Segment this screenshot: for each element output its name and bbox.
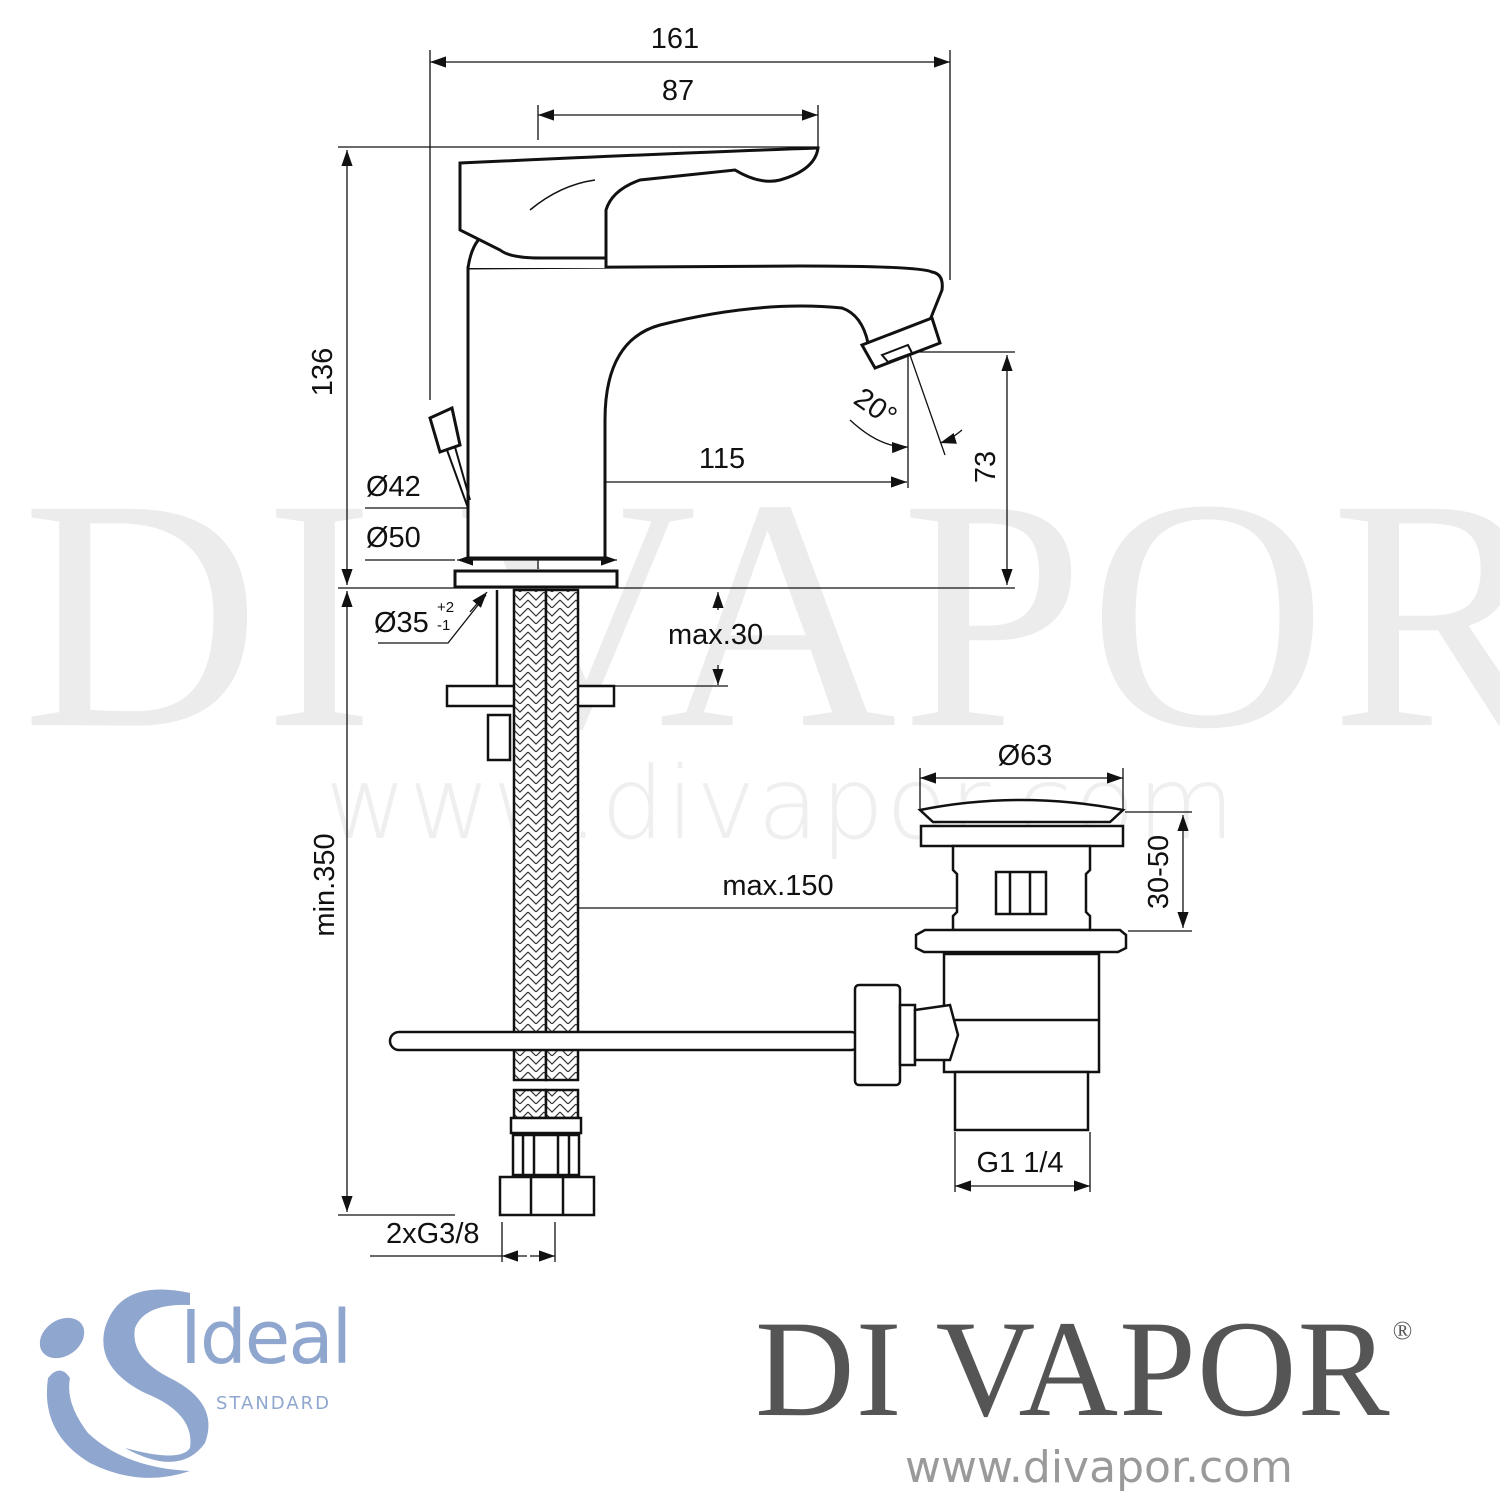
dim-spout-height: 73 <box>970 451 1002 483</box>
dim-waste-diameter: Ø63 <box>998 740 1053 772</box>
dim-overall-width: 161 <box>651 23 699 55</box>
dim-deck-thickness: max.30 <box>668 619 763 651</box>
dim-base-diameter: Ø50 <box>366 522 421 554</box>
waste-valve <box>853 798 1128 1132</box>
ideal-standard-mark-icon <box>39 1289 209 1478</box>
dim-hole-tol-minus: -1 <box>437 617 450 634</box>
dim-hole-tol-plus: +2 <box>437 599 454 616</box>
ideal-standard-word: Ideal <box>180 1295 352 1381</box>
dim-spout-reach: 115 <box>699 443 745 475</box>
dim-hole-diameter: Ø35 <box>374 607 429 639</box>
ideal-standard-sub: STANDARD <box>216 1393 332 1414</box>
divapor-name: DI VAPOR® <box>755 1292 1414 1445</box>
divapor-url[interactable]: www.divapor.com <box>905 1442 1293 1493</box>
faucet-body <box>428 146 944 589</box>
dimension-lines <box>338 50 1192 1262</box>
dim-rod-reach: max.150 <box>722 870 833 902</box>
ideal-standard-logo: Ideal STANDARD <box>30 1283 360 1483</box>
dim-height: 136 <box>307 348 339 396</box>
dimension-labels: 161 87 136 115 73 20° Ø42 Ø50 Ø35 +2 -1 … <box>307 23 1175 1250</box>
dim-hose-thread: 2xG3/8 <box>386 1218 480 1250</box>
mounting-hardware <box>388 588 862 1217</box>
dim-body-diameter: Ø42 <box>366 471 421 503</box>
dim-hose-length: min.350 <box>309 833 341 936</box>
dim-waste-thread: G1 1/4 <box>976 1147 1063 1179</box>
watermark-brand: DI VAPOR® <box>22 432 1500 797</box>
dim-lever-width: 87 <box>662 75 694 107</box>
dim-waste-range: 30-50 <box>1143 835 1175 909</box>
divapor-logo: DI VAPOR® www.divapor.com <box>755 1292 1485 1494</box>
divapor-registered-mark: ® <box>1392 1316 1414 1345</box>
